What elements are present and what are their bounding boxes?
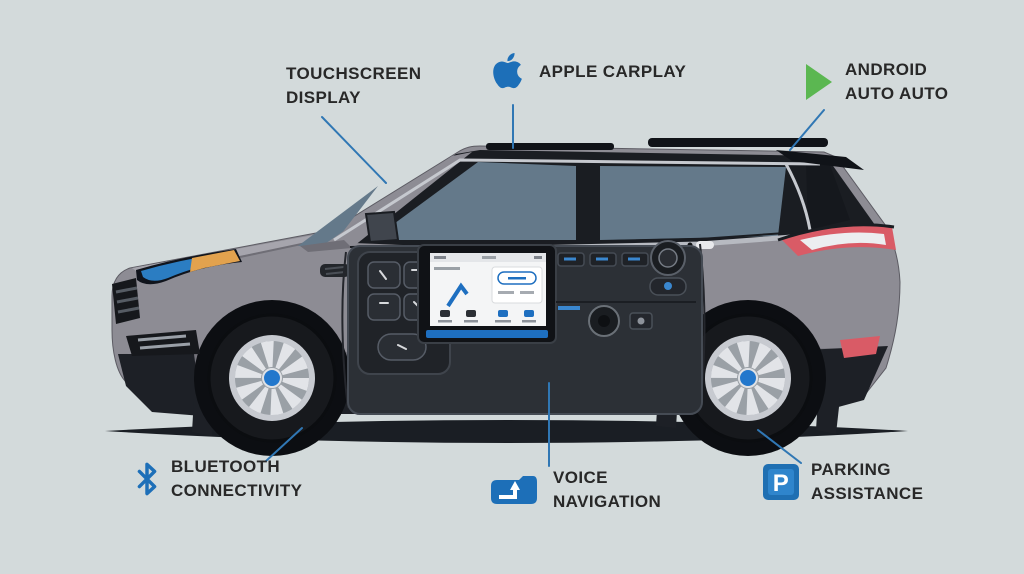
fender-vent: [320, 264, 350, 277]
front-wheel: [209, 315, 335, 441]
feature-callout-touchscreen: TOUCHSCREEN DISPLAY: [286, 62, 421, 110]
feature-label: PARKING ASSISTANCE: [811, 460, 924, 503]
leader-lines: [265, 104, 825, 467]
apple-icon: [492, 52, 528, 92]
headlight: [136, 249, 242, 285]
leader-touchscreen: [321, 116, 387, 184]
feature-label: ANDROID AUTO AUTO: [845, 60, 949, 103]
taillight: [777, 223, 896, 256]
cowl: [300, 240, 352, 252]
windows: [298, 162, 786, 246]
feature-callout-voice: VOICE NAVIGATION: [486, 466, 661, 514]
leader-bluetooth: [265, 427, 303, 462]
play-triangle-icon: [804, 62, 834, 102]
leader-parking: [757, 429, 802, 464]
feature-label: VOICE NAVIGATION: [553, 468, 662, 511]
feature-label: TOUCHSCREEN DISPLAY: [286, 64, 422, 107]
rear-reflector: [840, 336, 880, 358]
feature-callout-android: ANDROID AUTO AUTO: [804, 58, 948, 106]
nav-arrow-icon: [446, 282, 469, 308]
roof-rails: [486, 138, 864, 170]
side-mirror: [364, 210, 400, 244]
bluetooth-icon: [134, 458, 160, 500]
door-handle: [696, 241, 714, 249]
rear-window-trim: [784, 163, 812, 231]
voice-chat-arrow-icon: [486, 471, 542, 509]
feature-callout-bluetooth: BLUETOOTH CONNECTIVITY: [134, 455, 302, 503]
dashboard-panel: [347, 240, 703, 415]
parking-p-icon: P: [762, 463, 800, 501]
front-grille: [112, 278, 140, 324]
screen-accent-strip: [426, 330, 548, 338]
feature-label: APPLE CARPLAY: [539, 62, 687, 81]
center-console-controls: [556, 240, 696, 337]
feature-callout-parking: P PARKING ASSISTANCE: [762, 458, 923, 506]
touchscreen-display: [417, 244, 557, 344]
front-intake: [126, 330, 200, 356]
screen-app-icons: [438, 310, 536, 323]
leader-android: [789, 109, 825, 151]
svg-text:P: P: [773, 470, 789, 497]
feature-callout-carplay: APPLE CARPLAY: [492, 52, 686, 92]
quarter-window: [806, 162, 850, 230]
feature-label: BLUETOOTH CONNECTIVITY: [171, 457, 303, 500]
